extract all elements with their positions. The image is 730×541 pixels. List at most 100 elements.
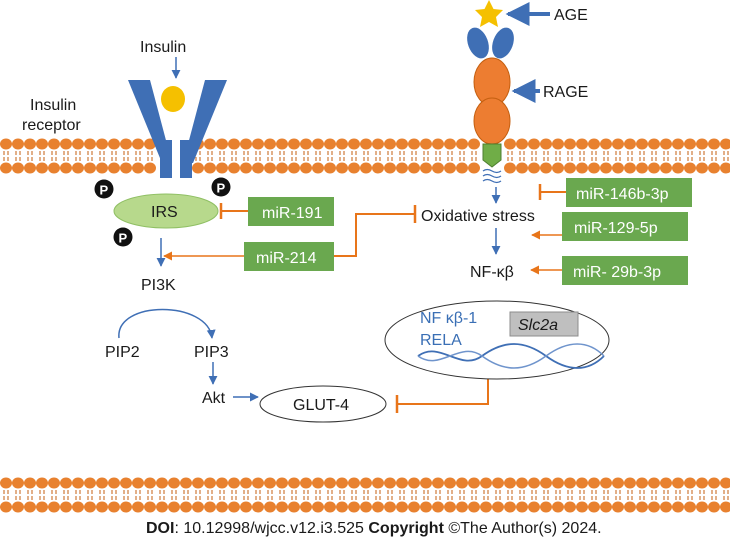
phospholipid-head <box>468 162 480 174</box>
phospholipid-head <box>432 501 444 513</box>
phospholipid-head <box>600 138 612 150</box>
phospholipid-head <box>132 162 144 174</box>
phospholipid-head <box>108 138 120 150</box>
phospholipid-head <box>660 138 672 150</box>
glut4-label: GLUT-4 <box>293 397 349 414</box>
phospholipid-head <box>528 138 540 150</box>
insulin-receptor-label-line2: receptor <box>22 117 81 134</box>
phospholipid-head <box>36 501 48 513</box>
phospholipid-head <box>696 138 708 150</box>
phospholipid-head <box>396 162 408 174</box>
phospholipid-head <box>204 501 216 513</box>
phospholipid-head <box>312 138 324 150</box>
phospholipid-head <box>672 162 684 174</box>
phospholipid-head <box>108 501 120 513</box>
phospholipid-head <box>120 477 132 489</box>
phospholipid-head <box>372 501 384 513</box>
phospholipid-head <box>228 162 240 174</box>
irs-ellipse <box>113 193 219 229</box>
phospholipid-head <box>60 138 72 150</box>
phospholipid-head <box>240 477 252 489</box>
mir191-label: miR-191 <box>262 205 323 222</box>
phospholipid-head <box>708 162 720 174</box>
phospholipid-head <box>324 162 336 174</box>
phospholipid-head <box>240 501 252 513</box>
phospholipid-head <box>540 138 552 150</box>
phospholipid-head <box>12 162 24 174</box>
phospholipid-head <box>108 477 120 489</box>
phospholipid-head <box>588 477 600 489</box>
mir29b-label: miR- 29b-3p <box>573 264 661 281</box>
age-label: AGE <box>554 7 588 24</box>
phospholipid-head <box>672 138 684 150</box>
footer-citation: DOI: 10.12998/wjcc.v12.i3.525 Copyright … <box>146 520 602 537</box>
phospholipid-head <box>60 501 72 513</box>
phospholipid-head <box>564 477 576 489</box>
phospholipid-head <box>228 138 240 150</box>
phospholipid-head <box>60 477 72 489</box>
phospholipid-head <box>372 162 384 174</box>
phospholipid-head <box>72 138 84 150</box>
phospholipid-head <box>228 477 240 489</box>
phospholipid-head <box>660 477 672 489</box>
phospholipid-head <box>636 477 648 489</box>
insulin-receptor-label-line1: Insulin <box>30 97 76 114</box>
mir29b-box <box>562 256 688 285</box>
svg-text:P: P <box>217 181 226 196</box>
rage-c-domain-lower <box>473 97 511 145</box>
phospholipid-head <box>612 162 624 174</box>
phospholipid-head <box>624 138 636 150</box>
phospholipid-head <box>456 162 468 174</box>
phospholipid-head <box>24 477 36 489</box>
rage-receptor <box>467 27 514 184</box>
phospholipid-head <box>0 162 12 174</box>
mir146b-label: miR-146b-3p <box>576 186 669 203</box>
phospholipid-head <box>516 477 528 489</box>
phospholipid-head <box>420 477 432 489</box>
phospholipid-head <box>480 501 492 513</box>
mir129-label: miR-129-5p <box>574 220 658 237</box>
phospholipid-head <box>12 477 24 489</box>
svg-text:P: P <box>100 183 109 198</box>
phospholipid-head <box>504 162 516 174</box>
phospholipid-head <box>432 138 444 150</box>
phospholipid-head <box>480 477 492 489</box>
phospholipid-head <box>348 138 360 150</box>
phospholipid-head <box>576 138 588 150</box>
phospholipid-head <box>336 138 348 150</box>
mir129-box <box>562 212 688 241</box>
phospholipid-head <box>708 477 720 489</box>
phospholipid-head <box>312 477 324 489</box>
insulin-receptor <box>128 80 227 178</box>
phospholipid-head <box>48 138 60 150</box>
pi3k-label: PI3K <box>141 277 176 294</box>
phospholipid-head <box>696 501 708 513</box>
phospholipid-head <box>528 162 540 174</box>
phospholipid-head <box>468 477 480 489</box>
phospholipid-head <box>348 501 360 513</box>
phospholipid-head <box>252 477 264 489</box>
rage-label: RAGE <box>543 84 588 101</box>
rela-label: RELA <box>420 332 462 349</box>
phospholipid-head <box>492 501 504 513</box>
phospholipid-head <box>300 162 312 174</box>
phospholipid-head <box>708 138 720 150</box>
phospholipid-head <box>288 138 300 150</box>
phospholipid-head <box>144 138 156 150</box>
phospholipid-head <box>516 501 528 513</box>
phospholipid-head <box>120 501 132 513</box>
phospholipid-head <box>324 138 336 150</box>
irs-label: IRS <box>151 204 178 221</box>
phospholipid-head <box>72 501 84 513</box>
phospholipid-head <box>288 162 300 174</box>
slc2a-label: Slc2a <box>518 317 558 334</box>
phospholipid-head <box>348 162 360 174</box>
svg-text:P: P <box>119 231 128 246</box>
phospholipid-head <box>588 501 600 513</box>
phospholipid-head <box>516 138 528 150</box>
glut4-ellipse <box>259 385 387 423</box>
phospholipid-head <box>612 477 624 489</box>
phospholipid-head <box>720 162 730 174</box>
phospholipid-head <box>540 162 552 174</box>
